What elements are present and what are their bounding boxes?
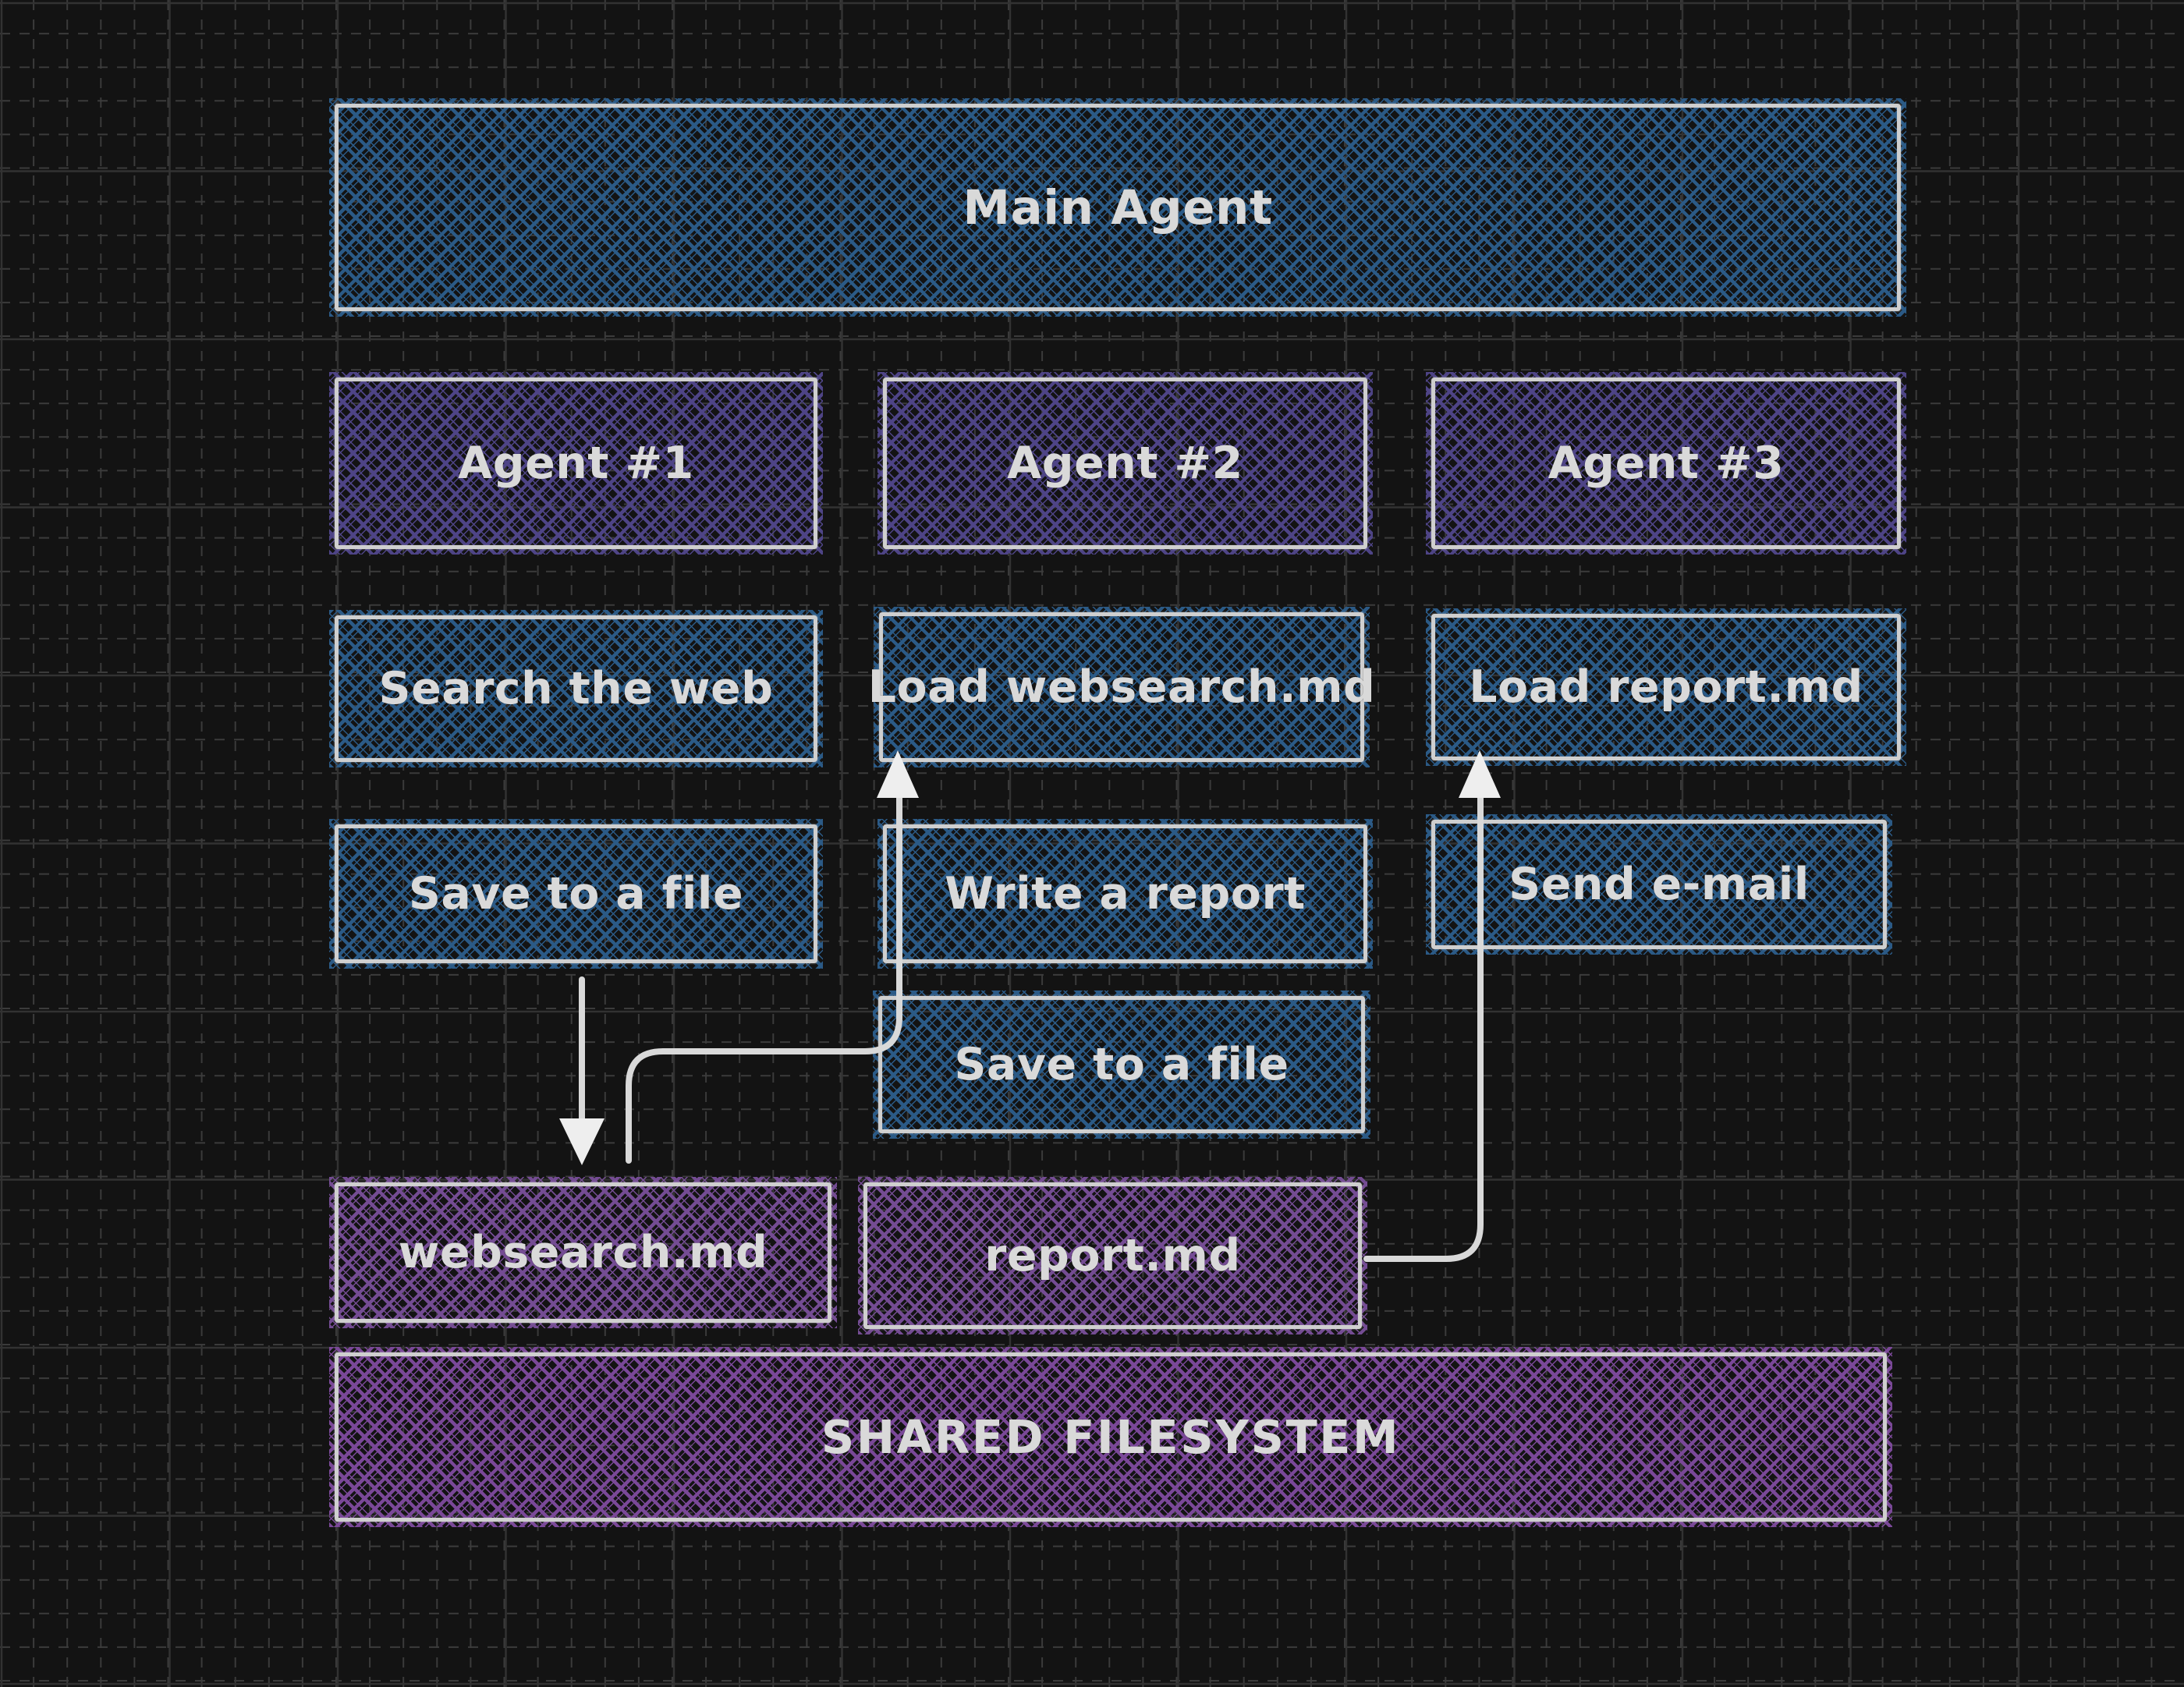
task-search-the-web-label: Search the web [378, 663, 774, 714]
agent-2-label: Agent #2 [1007, 438, 1243, 489]
task-save-to-file-2-box[interactable]: Save to a file [873, 991, 1370, 1139]
agent-3-box[interactable]: Agent #3 [1426, 372, 1906, 555]
file-websearch-md-label: websearch.md [398, 1227, 768, 1278]
task-load-websearch-label: Load websearch.md [867, 661, 1376, 713]
shared-filesystem-bar[interactable]: SHARED FILESYSTEM [329, 1347, 1892, 1527]
task-load-report-box[interactable]: Load report.md [1426, 608, 1906, 766]
shared-filesystem-label: SHARED FILESYSTEM [821, 1410, 1401, 1464]
task-load-websearch-box[interactable]: Load websearch.md [868, 607, 1375, 767]
task-save-to-file-1-label: Save to a file [408, 868, 744, 920]
task-search-the-web-box[interactable]: Search the web [329, 610, 823, 767]
agent-1-label: Agent #1 [458, 438, 694, 489]
agent-3-label: Agent #3 [1548, 438, 1785, 489]
main-agent-label: Main Agent [963, 179, 1273, 236]
task-write-report-label: Write a report [945, 868, 1306, 920]
file-report-md-box[interactable]: report.md [858, 1177, 1367, 1334]
arrow-save-to-websearch-arrowhead [559, 1118, 604, 1165]
main-agent-box[interactable]: Main Agent [329, 98, 1906, 317]
file-report-md-label: report.md [984, 1230, 1241, 1281]
task-send-email-box[interactable]: Send e-mail [1426, 814, 1892, 955]
task-save-to-file-1-box[interactable]: Save to a file [329, 819, 823, 969]
task-write-report-box[interactable]: Write a report [878, 819, 1373, 969]
file-websearch-md-box[interactable]: websearch.md [329, 1177, 837, 1328]
task-send-email-label: Send e-mail [1509, 859, 1810, 910]
agent-1-box[interactable]: Agent #1 [329, 372, 823, 555]
task-load-report-label: Load report.md [1469, 661, 1863, 713]
task-save-to-file-2-label: Save to a file [954, 1039, 1289, 1090]
agent-2-box[interactable]: Agent #2 [878, 372, 1373, 555]
